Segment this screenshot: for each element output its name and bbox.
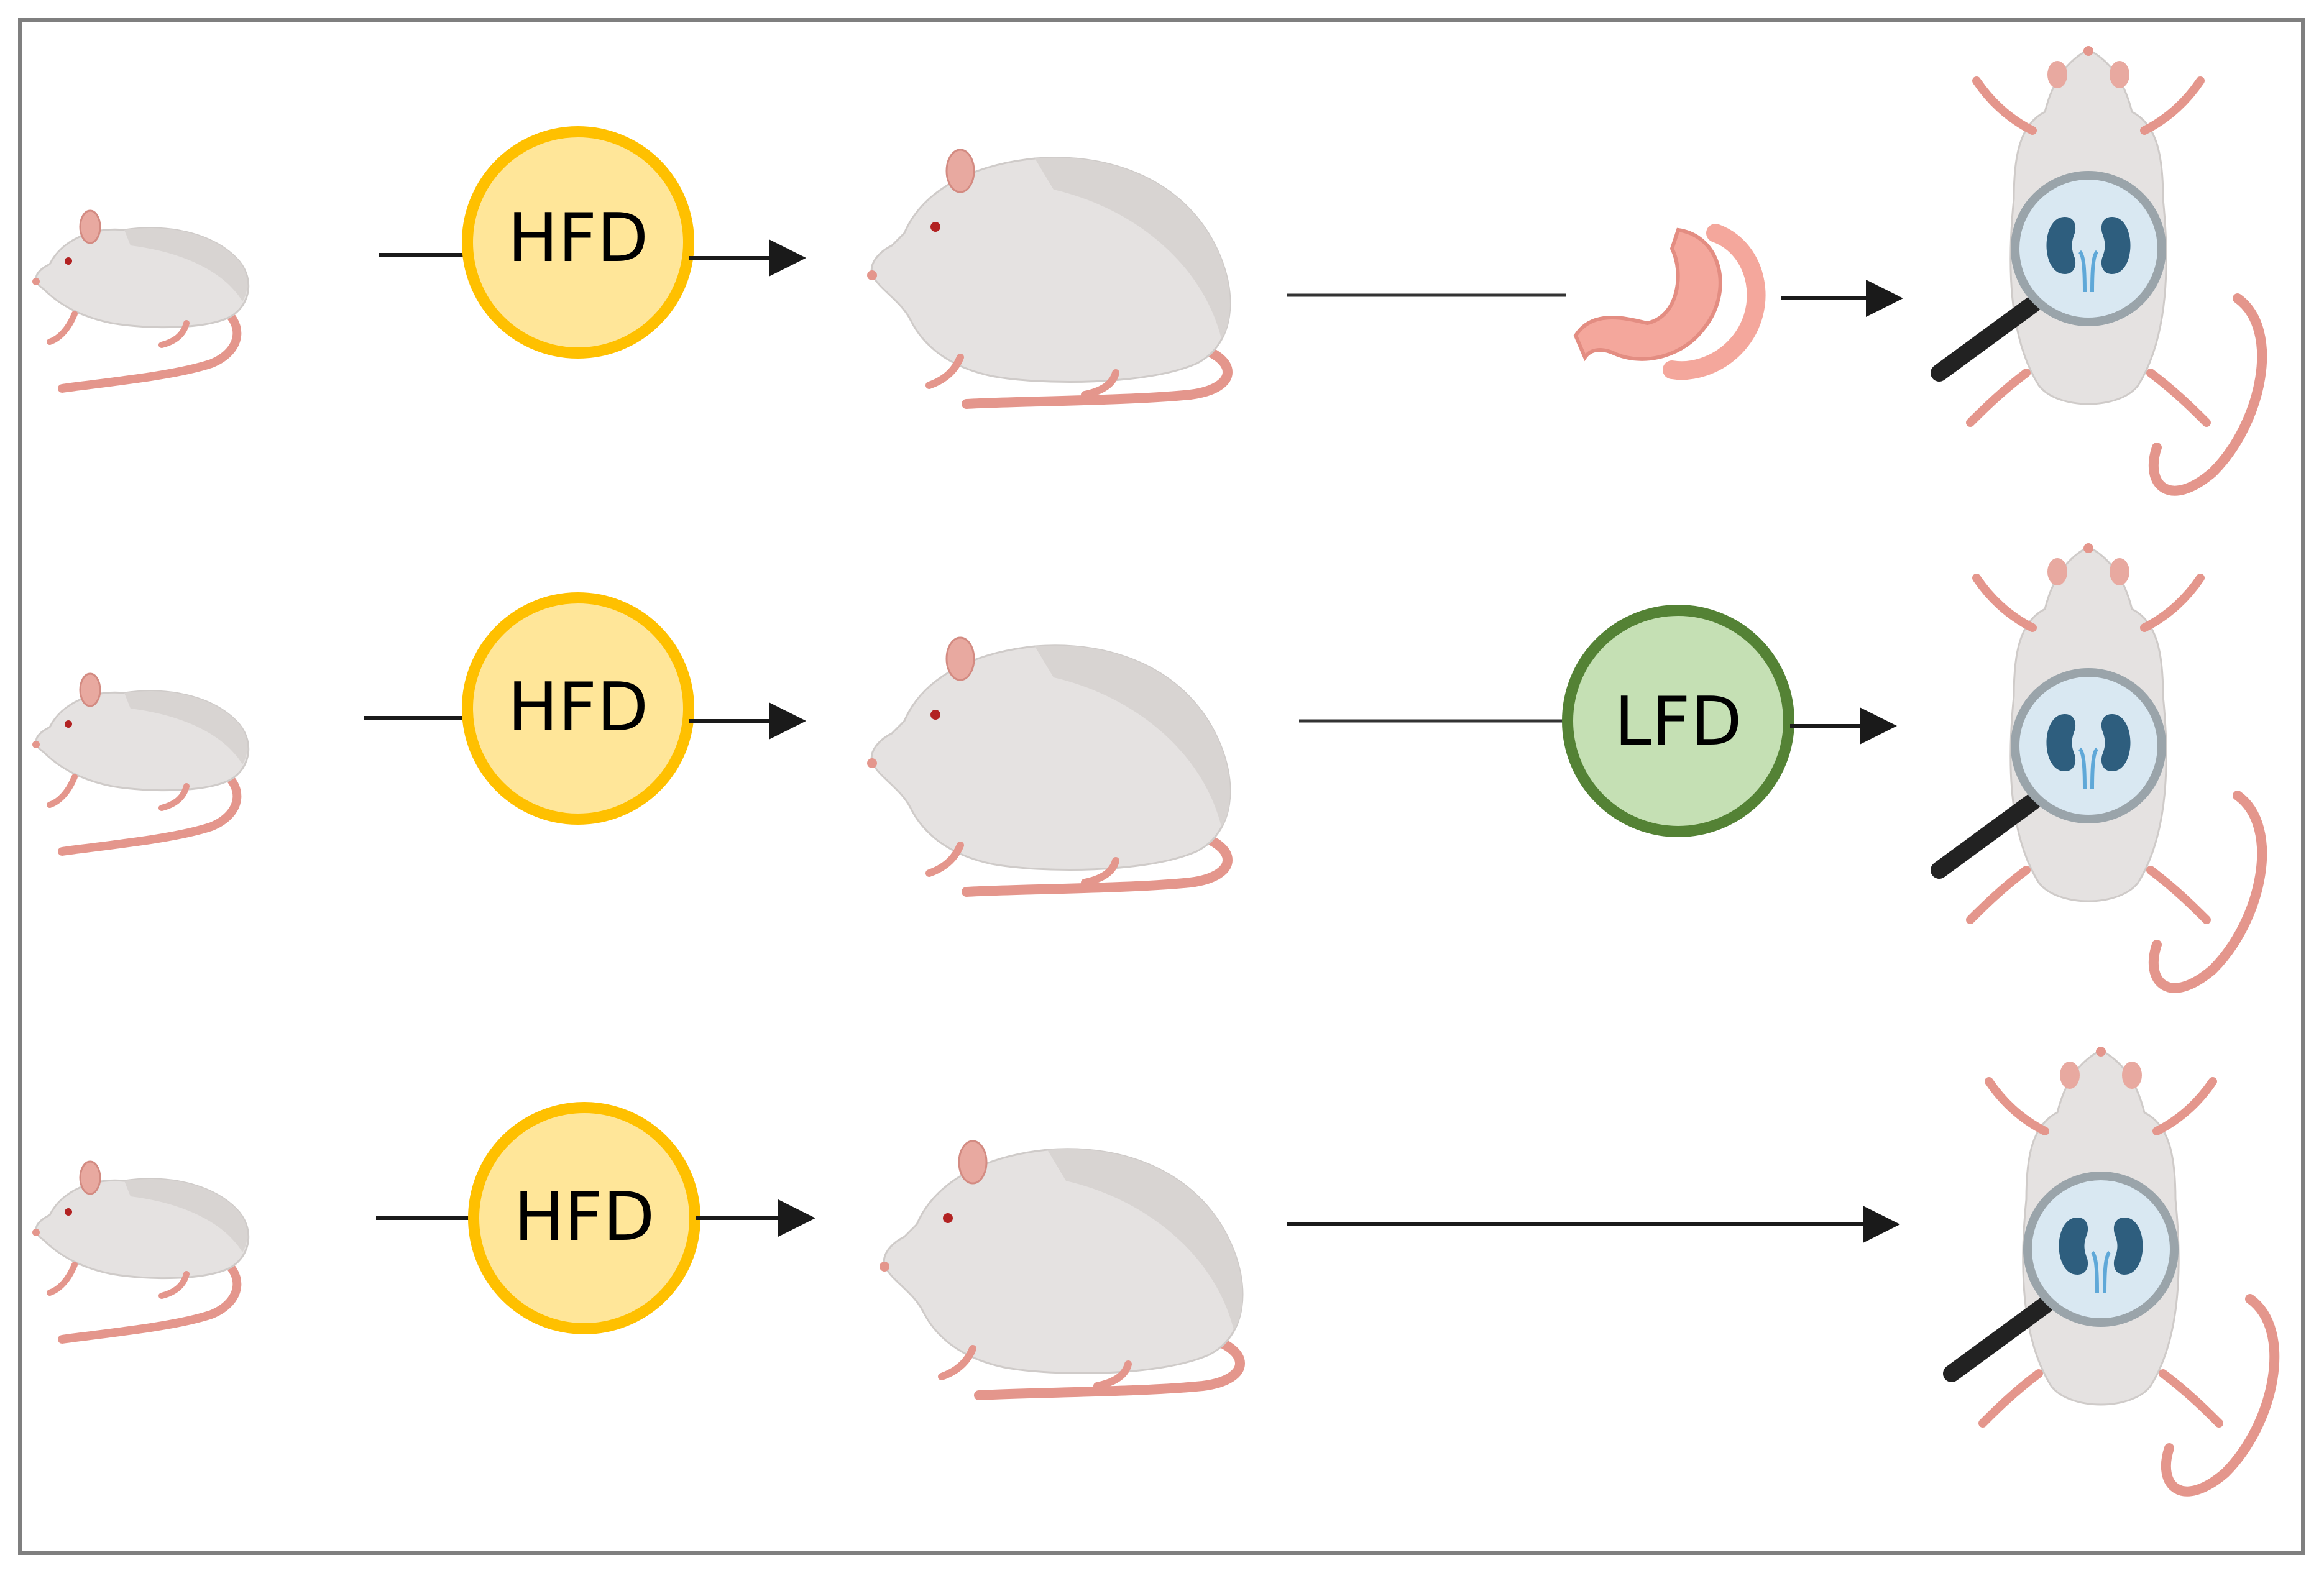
row-3: HFD — [32, 1047, 2274, 1492]
hfd-circle: HFD — [462, 592, 694, 825]
hfd-circle: HFD — [462, 126, 694, 359]
lfd-label: LFD — [1614, 683, 1742, 761]
row-1: HFD — [32, 46, 2262, 491]
row-2: HFD LFD — [32, 543, 2262, 988]
stomach-icon — [1573, 224, 1766, 380]
hfd-label: HFD — [514, 1178, 655, 1256]
hfd-circle: HFD — [468, 1102, 700, 1334]
hfd-label: HFD — [508, 199, 649, 277]
hfd-label: HFD — [508, 669, 649, 746]
lfd-circle: LFD — [1562, 605, 1794, 837]
